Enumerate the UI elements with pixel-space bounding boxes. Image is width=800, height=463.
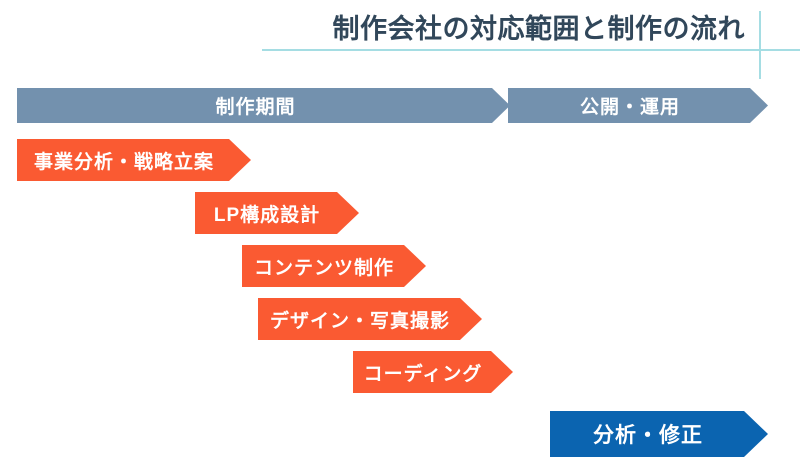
phase-label: 公開・運用 <box>579 97 680 118</box>
step-bar-content-production: コンテンツ制作 <box>242 245 426 287</box>
step-bar-coding: コーディング <box>353 351 513 393</box>
step-bar-business-analysis: 事業分析・戦略立案 <box>17 139 251 181</box>
title-vertical-rule <box>759 11 761 79</box>
step-label: 事業分析・戦略立案 <box>33 151 214 173</box>
step-bar-analysis-revision: 分析・修正 <box>550 411 768 457</box>
step-label: コンテンツ制作 <box>253 257 394 279</box>
phase-label: 制作期間 <box>215 97 296 118</box>
step-label: コーディング <box>363 363 483 385</box>
page-title: 制作会社の対応範囲と制作の流れ <box>332 14 745 44</box>
step-bar-lp-structure-design: LP構成設計 <box>195 192 359 234</box>
step-bar-design-photography: デザイン・写真撮影 <box>258 298 482 340</box>
step-label: デザイン・写真撮影 <box>269 310 450 332</box>
phase-bar-launch-operation: 公開・運用 <box>508 88 768 123</box>
step-label: LP構成設計 <box>213 204 321 226</box>
title-horizontal-rule <box>262 49 800 51</box>
phase-bar-production-period: 制作期間 <box>17 88 510 123</box>
step-label: 分析・修正 <box>593 424 703 447</box>
